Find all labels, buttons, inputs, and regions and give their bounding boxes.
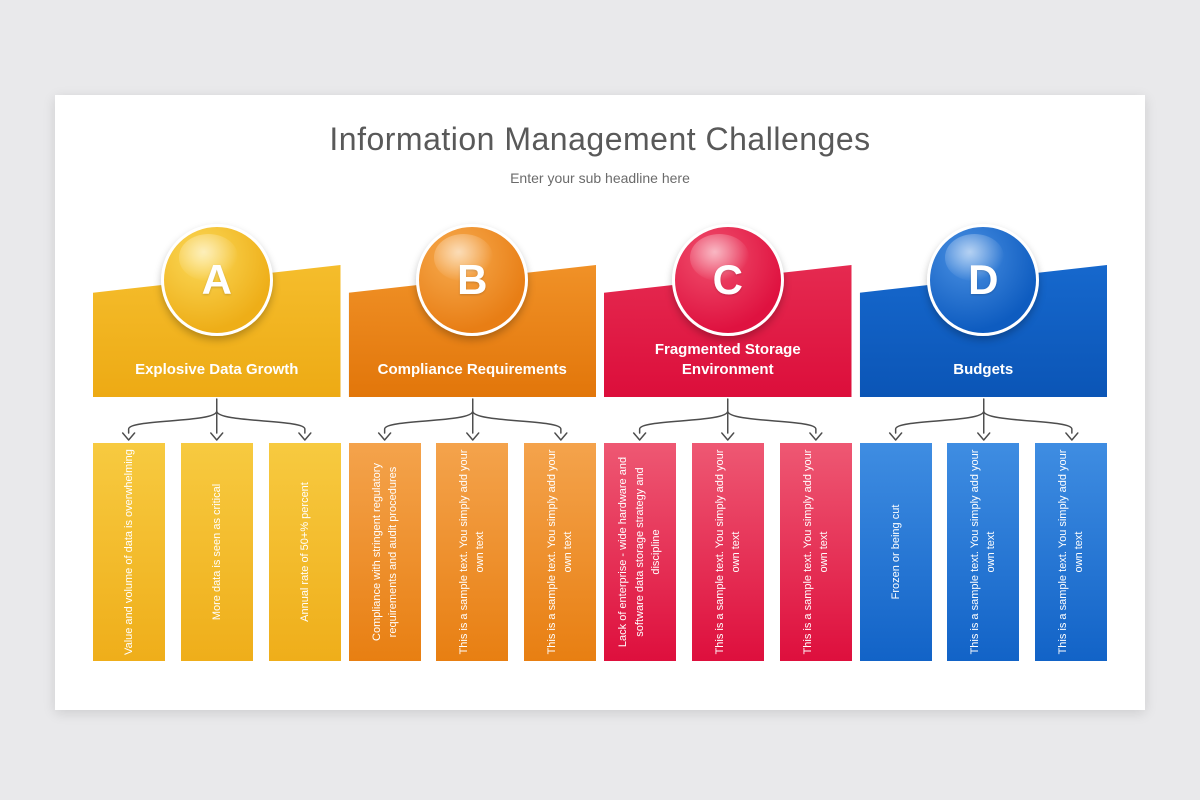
badge-letter: D bbox=[968, 256, 999, 303]
detail-bar-text: Annual rate of 50+% percent bbox=[298, 482, 311, 622]
detail-bars: Frozen or being cut This is a sample tex… bbox=[859, 443, 1107, 661]
detail-bar: This is a sample text. You simply add yo… bbox=[779, 443, 852, 661]
detail-bars: Value and volume of data is overwhelming… bbox=[93, 443, 341, 661]
detail-bar-text: Lack of enterprise - wide hardware and s… bbox=[617, 456, 663, 648]
challenge-column-b: B Compliance Requirements Compliance bbox=[348, 224, 596, 661]
detail-bar-text: This is a sample text. You simply add yo… bbox=[713, 449, 742, 655]
letter-badge-a: A bbox=[160, 224, 273, 336]
letter-badge-c: C bbox=[671, 224, 784, 336]
detail-bar: Value and volume of data is overwhelming bbox=[93, 443, 165, 661]
category-title: Explosive Data Growth bbox=[135, 360, 299, 378]
detail-bar-text: More data is seen as critical bbox=[210, 483, 223, 621]
detail-bar: This is a sample text. You simply add yo… bbox=[691, 443, 764, 661]
detail-bar-text: This is a sample text. You simply add yo… bbox=[801, 449, 830, 655]
detail-bar: More data is seen as critical bbox=[180, 443, 253, 661]
detail-bar-text: Frozen or being cut bbox=[889, 504, 902, 600]
badge-letter: C bbox=[712, 256, 743, 303]
badge-letter: A bbox=[201, 256, 232, 303]
detail-bar: This is a sample text. You simply add yo… bbox=[524, 443, 596, 661]
branch-connector-arrows bbox=[121, 398, 312, 441]
branch-connector-arrows bbox=[888, 398, 1079, 441]
letter-badge-d: D bbox=[927, 224, 1040, 336]
badge-letter: B bbox=[457, 256, 488, 303]
detail-bar-text: Compliance with stringent regulatory req… bbox=[370, 463, 399, 641]
detail-bars: Compliance with stringent regulatory req… bbox=[348, 443, 596, 661]
detail-bar-text: This is a sample text. You simply add yo… bbox=[545, 449, 575, 655]
detail-bars: Lack of enterprise - wide hardware and s… bbox=[604, 443, 852, 661]
slide-subtitle: Enter your sub headline here bbox=[510, 170, 690, 186]
detail-bar-text: This is a sample text. You simply add yo… bbox=[457, 449, 487, 655]
detail-bar: This is a sample text. You simply add yo… bbox=[1035, 443, 1107, 661]
detail-bar: This is a sample text. You simply add yo… bbox=[436, 443, 509, 661]
category-banner-c: Fragmented Storage Environment bbox=[604, 265, 852, 397]
challenge-columns: A Explosive Data Growth Value and vo bbox=[93, 224, 1107, 661]
slide-title: Information Management Challenges bbox=[329, 121, 871, 157]
branch-connector-arrows bbox=[632, 398, 823, 441]
challenge-column-c: C Fragmented Storage Environment Lac bbox=[604, 224, 852, 661]
challenge-column-d: D Budgets Frozen or being cut bbox=[859, 224, 1107, 661]
detail-bar: Compliance with stringent regulatory req… bbox=[348, 443, 421, 661]
detail-bar: Annual rate of 50+% percent bbox=[268, 443, 341, 661]
category-title: Budgets bbox=[953, 360, 1014, 378]
detail-bar-text: This is a sample text. You simply add yo… bbox=[968, 449, 998, 655]
detail-bar: This is a sample text. You simply add yo… bbox=[947, 443, 1020, 661]
category-title: Compliance Requirements bbox=[377, 360, 567, 378]
category-title: Fragmented Storage Environment bbox=[654, 340, 801, 378]
challenge-column-a: A Explosive Data Growth Value and vo bbox=[93, 224, 341, 661]
slide-canvas: Information Management Challenges Enter … bbox=[55, 95, 1145, 710]
detail-bar: Frozen or being cut bbox=[859, 443, 932, 661]
detail-bar-text: This is a sample text. You simply add yo… bbox=[1056, 449, 1086, 655]
detail-bar-text: Value and volume of data is overwhelming bbox=[122, 449, 135, 655]
branch-connector-arrows bbox=[377, 398, 568, 441]
letter-badge-b: B bbox=[416, 224, 529, 336]
detail-bar: Lack of enterprise - wide hardware and s… bbox=[604, 443, 676, 661]
